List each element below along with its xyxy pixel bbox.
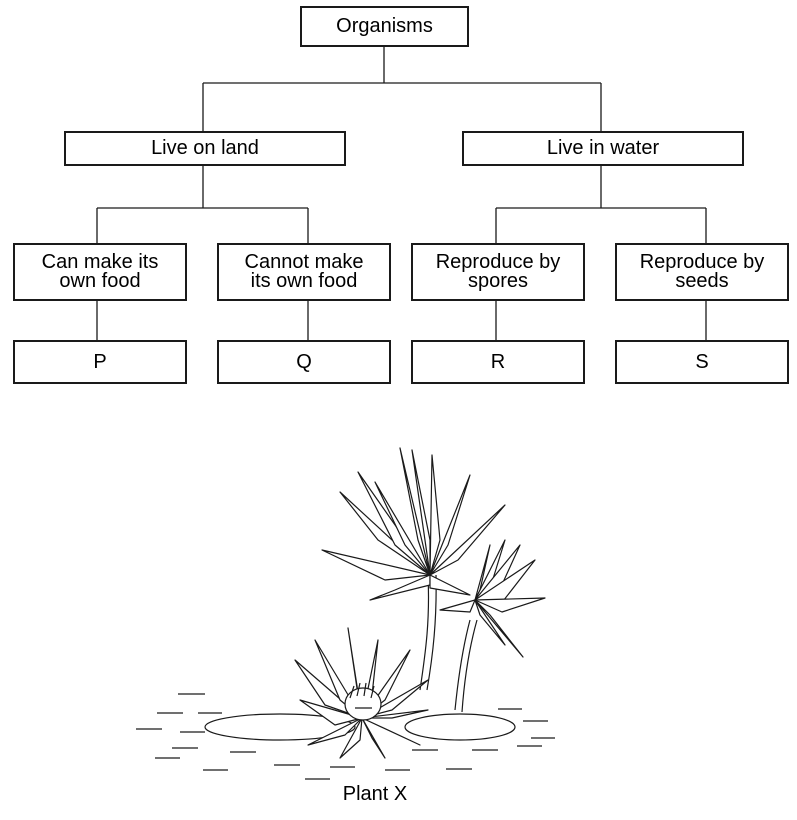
node-live-in-water-label: Live in water bbox=[546, 137, 660, 159]
node-q-label: Q bbox=[296, 350, 312, 373]
node-can-make-food-label: Can make its own food bbox=[41, 251, 159, 292]
node-cannot-make-food: Cannot make its own food bbox=[217, 243, 391, 301]
node-p: P bbox=[13, 340, 187, 384]
node-r-label: R bbox=[490, 350, 506, 373]
node-spores: Reproduce by spores bbox=[411, 243, 585, 301]
node-spores-label: Reproduce by spores bbox=[435, 251, 561, 292]
node-r: R bbox=[411, 340, 585, 384]
plant-x-caption: Plant X bbox=[342, 783, 408, 805]
node-live-on-land: Live on land bbox=[64, 131, 346, 166]
node-live-in-water: Live in water bbox=[462, 131, 744, 166]
node-can-make-food: Can make its own food bbox=[13, 243, 187, 301]
node-s: S bbox=[615, 340, 789, 384]
node-seeds-label: Reproduce by seeds bbox=[639, 251, 765, 292]
node-cannot-make-food-label: Cannot make its own food bbox=[244, 251, 364, 292]
node-live-on-land-label: Live on land bbox=[151, 137, 259, 159]
node-p-label: P bbox=[93, 350, 107, 373]
node-organisms-label: Organisms bbox=[336, 15, 433, 37]
node-s-label: S bbox=[695, 350, 709, 373]
node-q: Q bbox=[217, 340, 391, 384]
node-organisms: Organisms bbox=[300, 6, 469, 47]
node-seeds: Reproduce by seeds bbox=[615, 243, 789, 301]
